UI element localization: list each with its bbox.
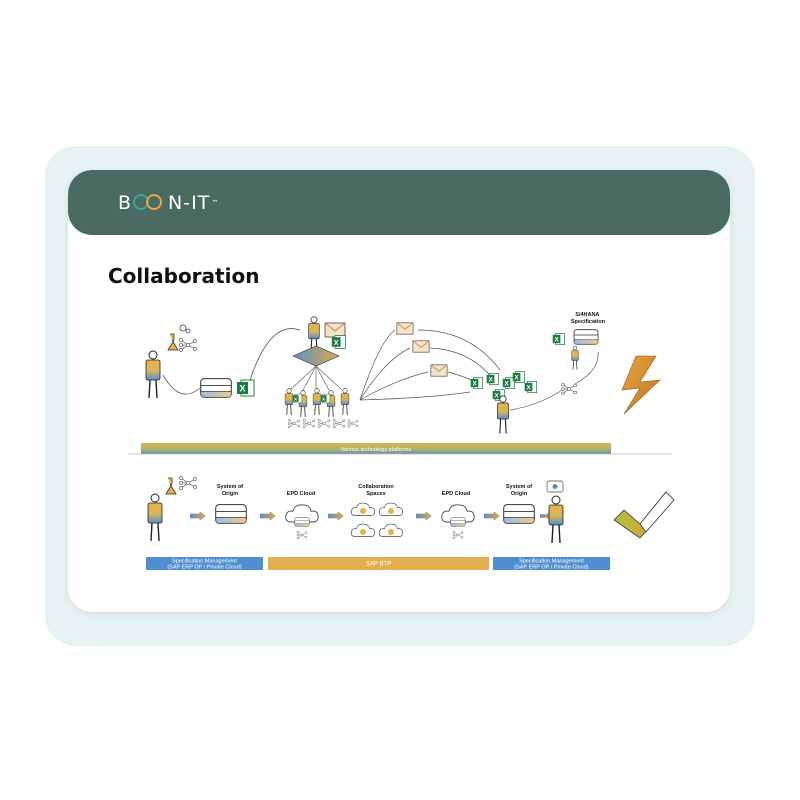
logo-trademark: ™	[211, 199, 220, 207]
top-diagram: S/4HANA Specification Various technology…	[141, 312, 661, 454]
step-label-epd-cloud: EPD Cloud	[287, 491, 315, 497]
spec-mgmt-bar-left-label: Specification Management(SAP ERP OP / Pr…	[167, 559, 241, 571]
arrow-icon	[328, 511, 344, 521]
page-title: Collaboration	[108, 264, 260, 288]
excel-icon	[552, 333, 565, 345]
flask-icon	[165, 477, 177, 495]
database-icon	[450, 517, 466, 527]
database-icon	[573, 329, 599, 345]
network-icon	[296, 530, 308, 540]
network-icon	[179, 338, 197, 352]
email-icon	[324, 322, 346, 338]
boon-it-logo: B N-IT ™	[118, 192, 219, 214]
excel-icon	[331, 335, 346, 349]
sap-btp-bar	[268, 557, 489, 570]
email-icon	[396, 322, 414, 335]
content-card: B N-IT ™ Collaboration	[68, 170, 730, 612]
database-icon	[294, 517, 310, 527]
checkmark-icon	[613, 491, 675, 539]
flow-line	[249, 328, 301, 381]
network-icon	[452, 530, 464, 540]
platform-bar	[141, 443, 611, 454]
arrow-icon	[416, 511, 432, 521]
network-icon	[561, 382, 577, 396]
lightning-bolt-icon	[621, 355, 661, 415]
platform-bars: Specification Management(SAP ERP OP / Pr…	[146, 557, 610, 571]
spec-mgmt-bar-right-label: Specification Management(SAP ERP OP / Pr…	[514, 559, 588, 571]
flow-line	[574, 351, 599, 385]
logo-text-left: B	[118, 192, 133, 214]
distribution-arrows	[289, 365, 343, 391]
arrow-icon	[484, 511, 500, 521]
person-icon	[147, 493, 163, 542]
arrow-icon	[260, 511, 276, 521]
approved-person-icon	[546, 480, 564, 544]
database-icon	[503, 504, 535, 524]
person-icon	[571, 345, 579, 370]
spec-label-line1: S/4HANA	[575, 312, 599, 318]
flow-line	[509, 389, 563, 411]
excel-icon	[236, 379, 255, 397]
network-icon	[179, 476, 197, 490]
database-icon	[200, 378, 232, 398]
person-icon	[145, 350, 161, 399]
distribution-hub-icon	[292, 345, 340, 367]
platform-bar-label: Various technology platforms	[341, 447, 412, 453]
spec-label-line2: Specification	[571, 319, 606, 325]
step-label-epd-cloud-2: EPD Cloud	[442, 491, 470, 497]
logo-text-right: N-IT	[168, 192, 211, 214]
collaborators-group	[284, 388, 359, 429]
logo-rings-icon	[133, 193, 167, 213]
spec-mgmt-bar-left	[146, 557, 263, 570]
spec-label: S/4HANA Specification	[571, 312, 606, 325]
collaboration-clouds	[350, 502, 404, 537]
database-icon	[215, 504, 247, 524]
sap-btp-bar-label: SAP BTP	[366, 562, 391, 568]
stressed-person-icon	[496, 395, 510, 434]
email-flow-lines	[359, 329, 501, 401]
flask-icon	[167, 324, 191, 351]
email-icon	[430, 364, 448, 377]
header-bar: B N-IT ™	[68, 170, 730, 235]
spec-mgmt-bar-right	[493, 557, 610, 570]
email-icon	[412, 340, 430, 353]
arrow-icon	[190, 511, 206, 521]
flow-line	[162, 374, 201, 395]
